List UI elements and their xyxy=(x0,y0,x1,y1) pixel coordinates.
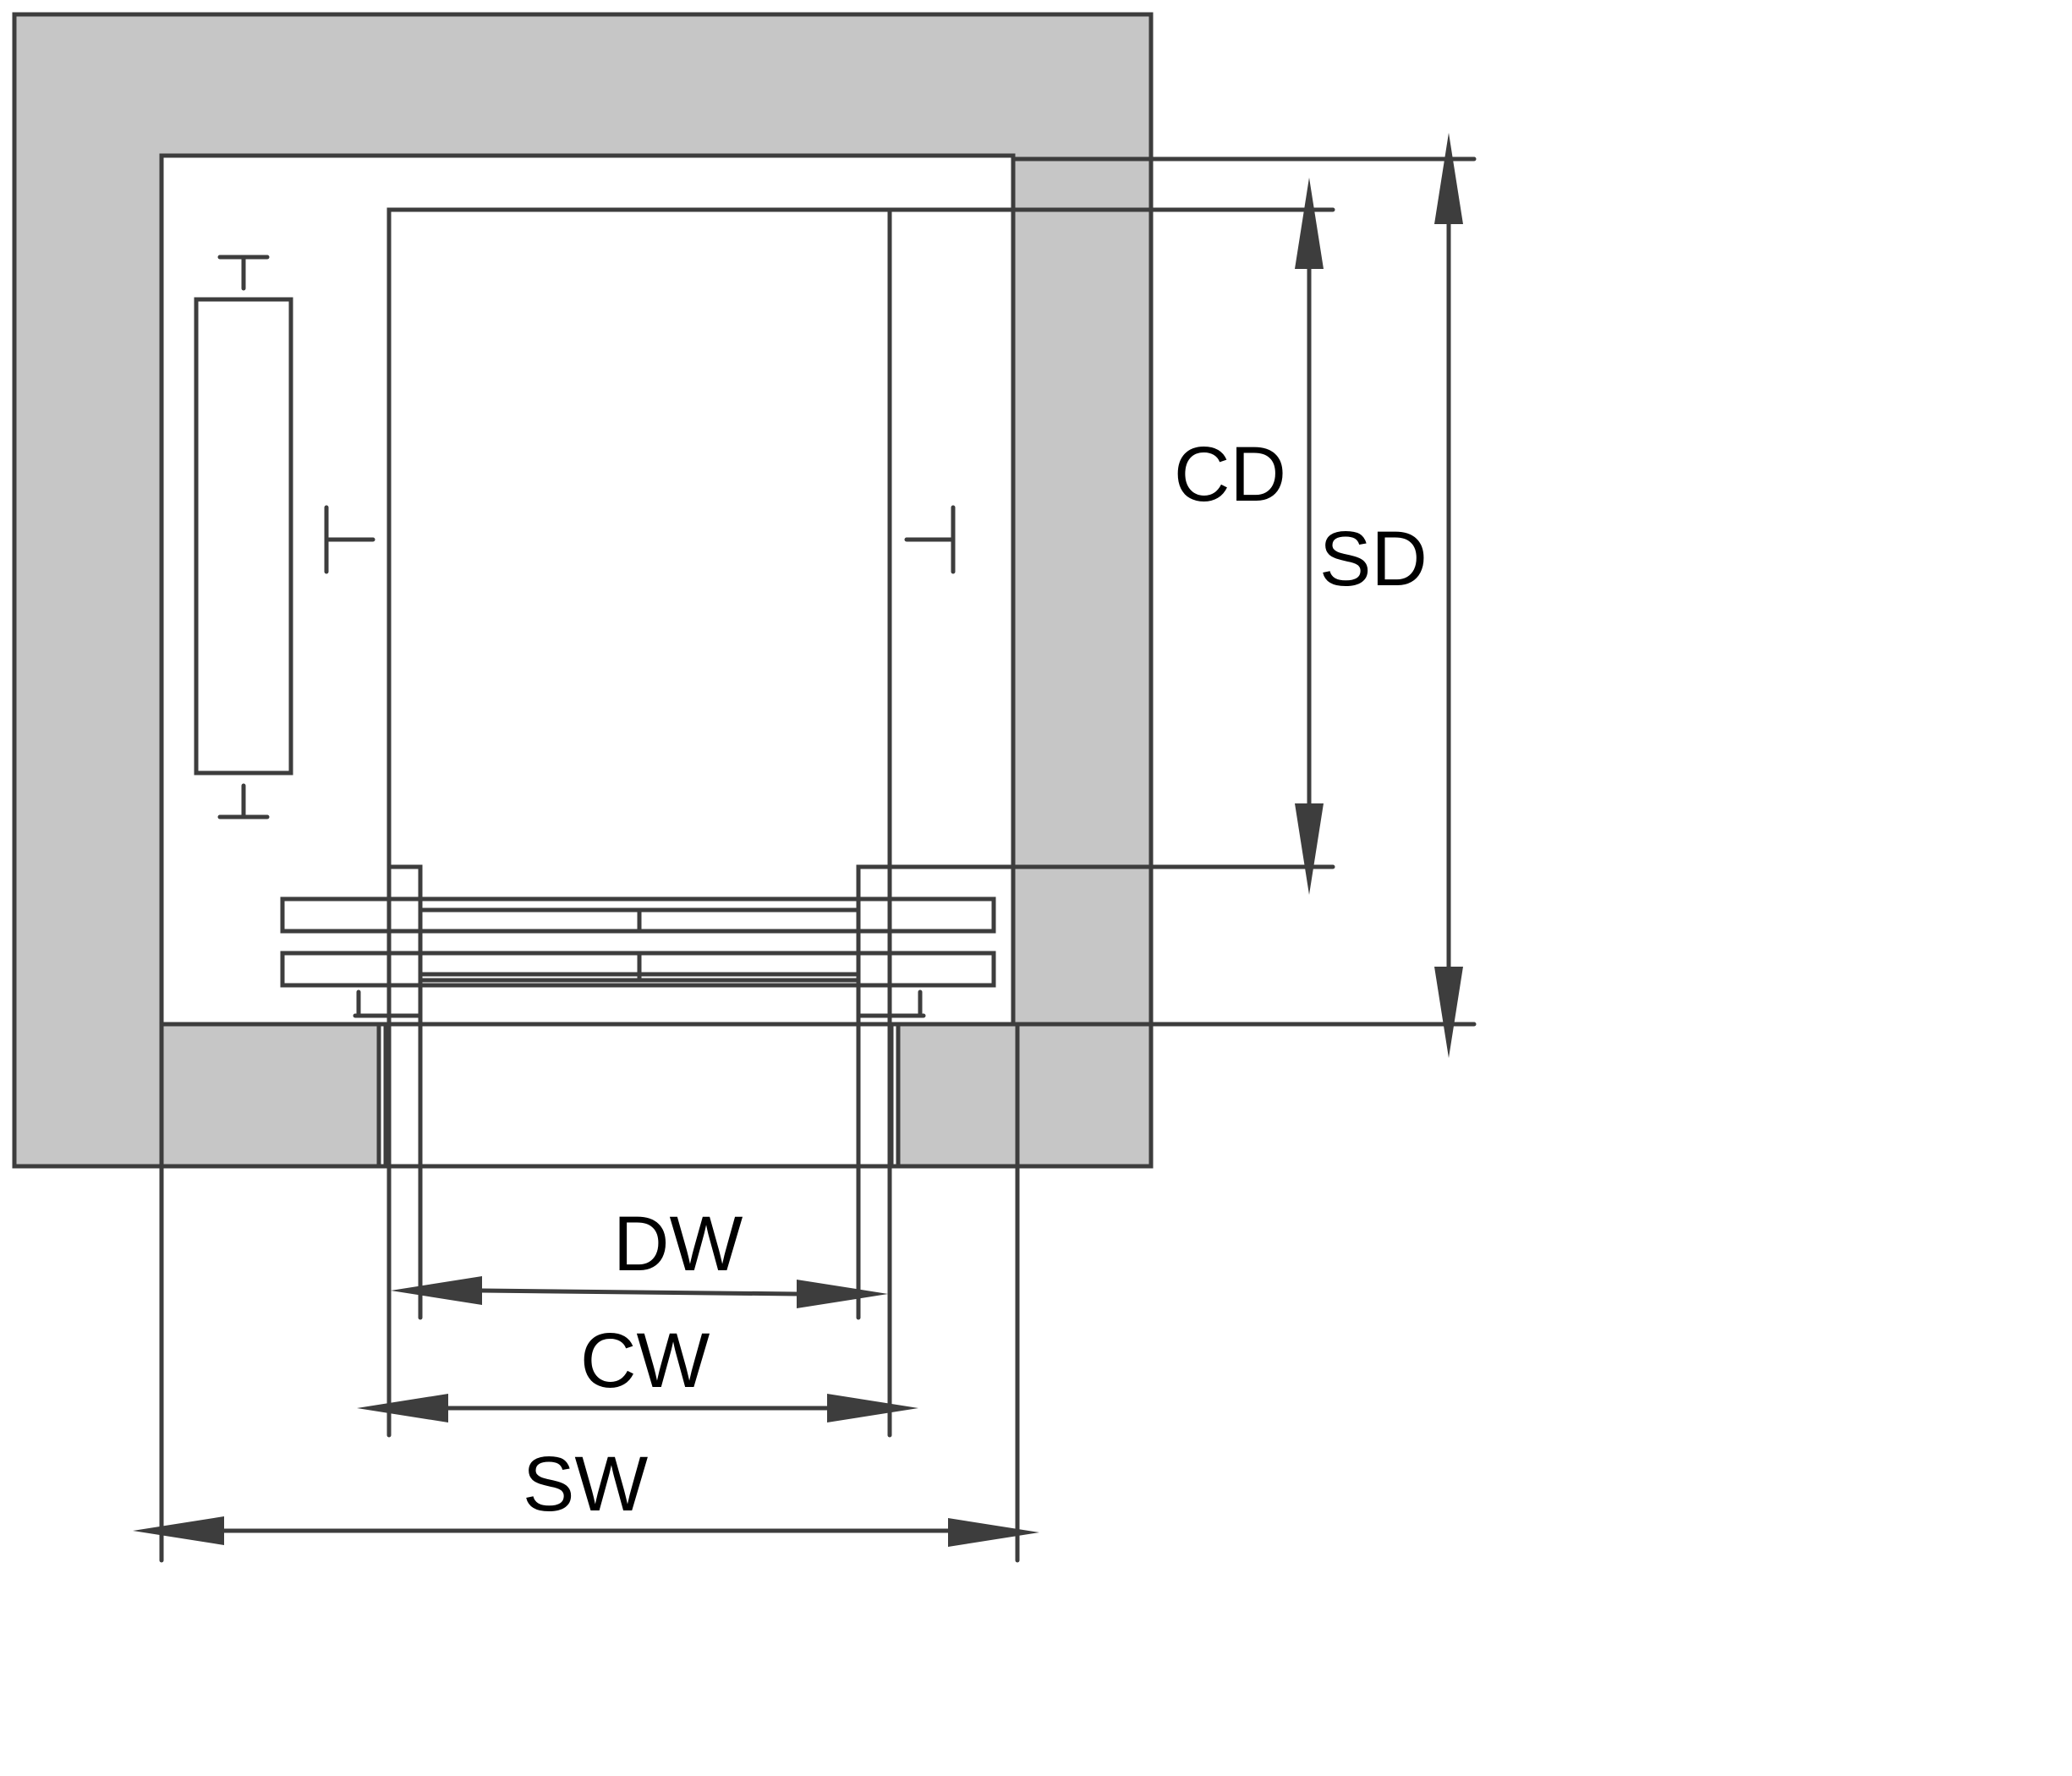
cw-arrow-right xyxy=(827,1394,918,1422)
cd-arrow-bottom xyxy=(1295,803,1324,895)
sw-arrow-left xyxy=(133,1516,224,1545)
sd-arrow-bottom xyxy=(1434,967,1463,1058)
cw-label: CW xyxy=(580,1318,710,1404)
dw-dimension-line xyxy=(480,1288,799,1296)
counterweight xyxy=(194,297,293,776)
sw-arrow-right xyxy=(948,1518,1039,1547)
sd-label: SD xyxy=(1319,516,1428,602)
dw-arrow-left xyxy=(391,1276,482,1305)
sd-arrow-top xyxy=(1434,133,1463,224)
cd-label: CD xyxy=(1174,431,1286,518)
sw-label: SW xyxy=(523,1441,648,1527)
elevator-car xyxy=(386,207,892,869)
cw-arrow-left xyxy=(357,1394,448,1422)
dw-arrow-right xyxy=(797,1280,888,1308)
cd-arrow-top xyxy=(1295,178,1324,269)
shaft-wall xyxy=(12,12,1154,1169)
dw-label: DW xyxy=(613,1201,743,1287)
door-opening xyxy=(376,1022,901,1169)
